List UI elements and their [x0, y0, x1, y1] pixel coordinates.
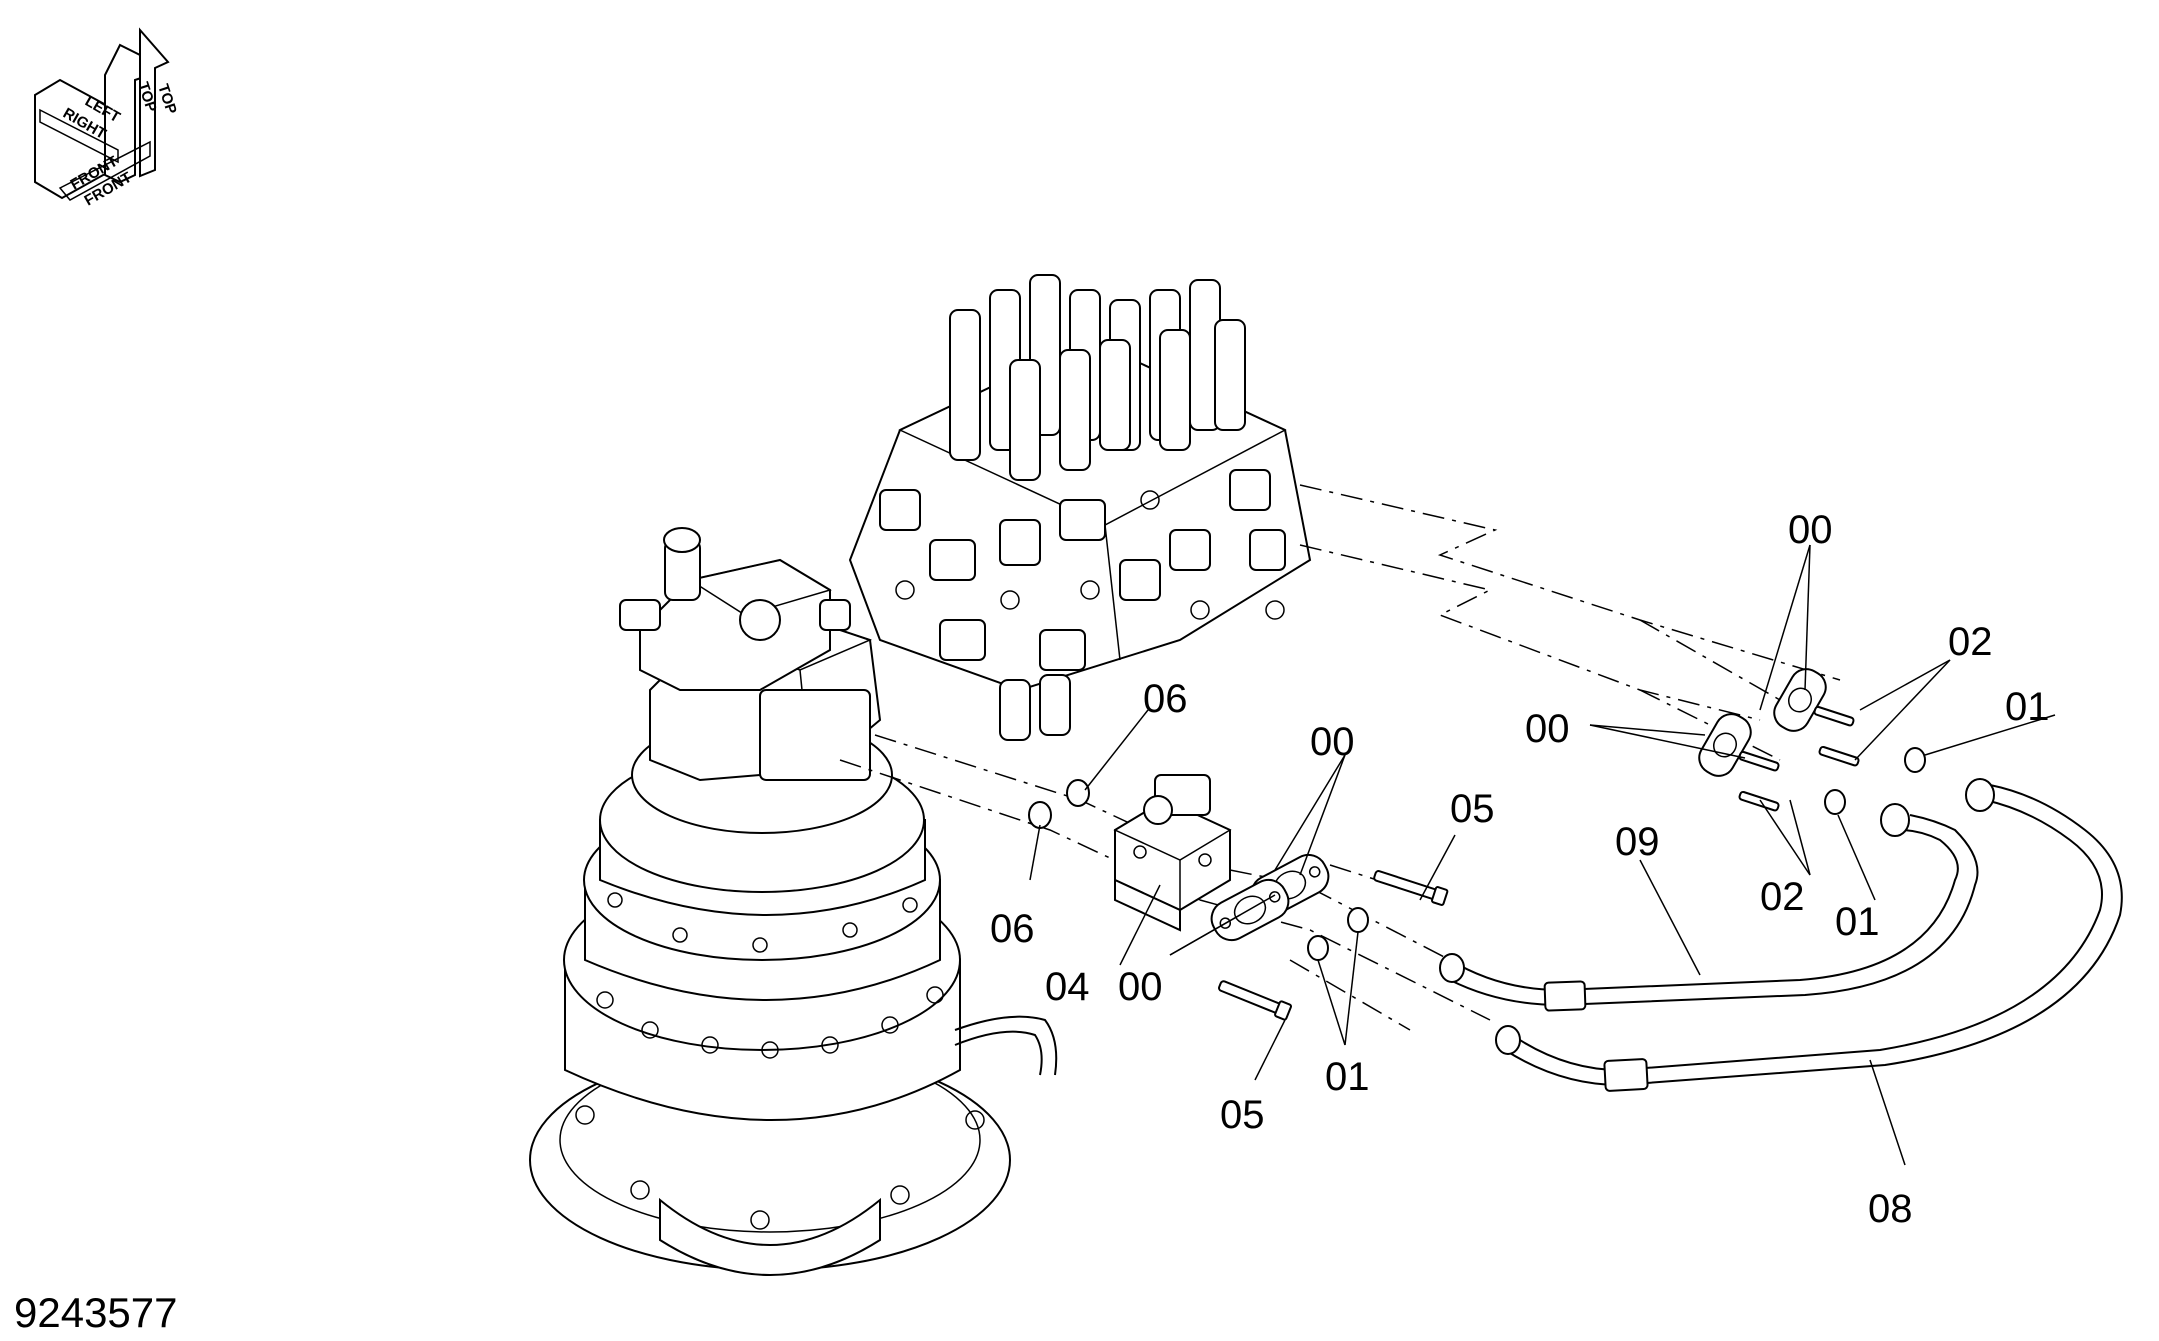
callout-06-upper: 06 [1143, 677, 1188, 721]
callout-labels: 06 06 04 00 00 05 05 01 09 08 00 00 02 0… [990, 508, 2050, 1231]
orientation-compass: TOP TOP LEFT RIGHT FRONT FRONT [34, 27, 180, 209]
callout-05-upper: 05 [1450, 787, 1495, 831]
o-rings [1028, 747, 1926, 961]
part-05-bolts [1218, 705, 1860, 1021]
callout-00-center-lower: 00 [1118, 965, 1163, 1009]
part-00-flange-upper [1698, 668, 1827, 777]
callout-08: 08 [1868, 1187, 1913, 1231]
drawing-number: 9243577 [14, 1289, 178, 1336]
callout-00-right-upper: 00 [1788, 508, 1833, 552]
callout-01-right-upper: 01 [2005, 685, 2050, 729]
callout-05-lower: 05 [1220, 1093, 1265, 1137]
callout-02-upper: 02 [1948, 620, 1993, 664]
part-04-block [1113, 774, 1232, 932]
control-valve [848, 274, 1312, 741]
callout-06-lower: 06 [990, 907, 1035, 951]
callout-01-right-lower: 01 [1835, 900, 1880, 944]
orientation-top-label-2: TOP [154, 82, 180, 116]
callout-00-right-left: 00 [1525, 707, 1570, 751]
callout-02-lower: 02 [1760, 875, 1805, 919]
hose-09 [1439, 803, 1979, 1012]
callout-04: 04 [1045, 965, 1090, 1009]
callout-01-center: 01 [1325, 1055, 1370, 1099]
leader-lines [1029, 544, 2056, 1166]
swing-motor [529, 527, 1058, 1276]
hose-08 [1495, 778, 2123, 1092]
callout-09: 09 [1615, 820, 1660, 864]
callout-00-center-upper: 00 [1310, 720, 1355, 764]
